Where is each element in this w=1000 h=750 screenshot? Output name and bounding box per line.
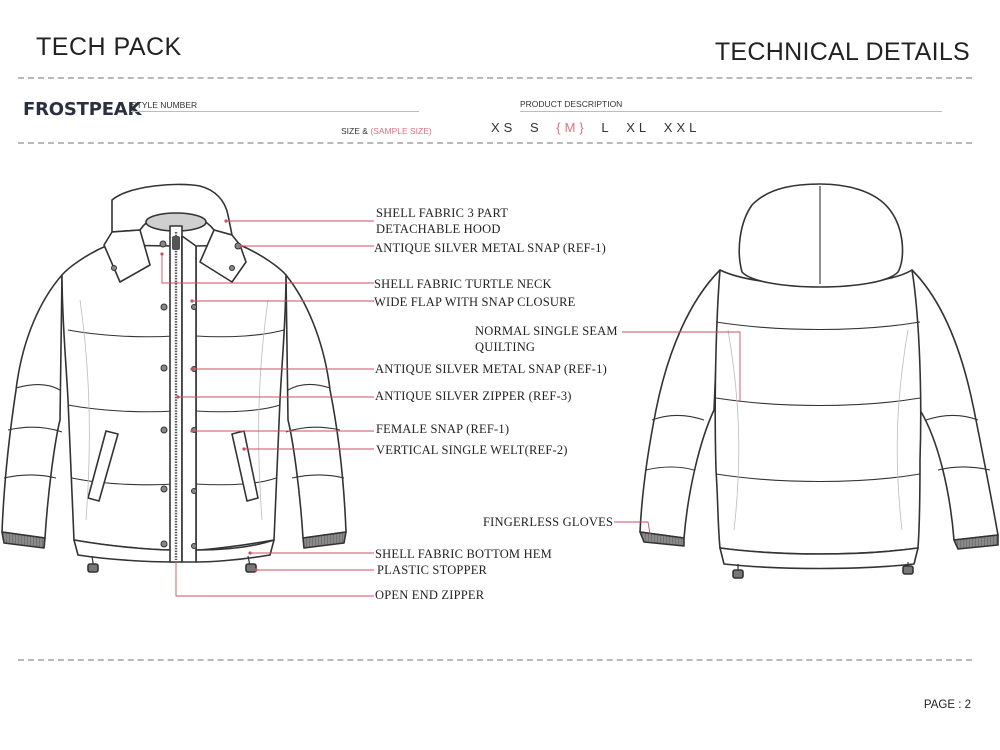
callout-wide-flap: WIDE FLAP WITH SNAP CLOSURE [374,295,576,309]
style-number-label: STYLE NUMBER [131,100,198,110]
callout-quilting-line2: QUILTING [475,340,536,354]
brand-logo: FROSTPEAK [23,99,142,120]
callout-turtle-neck: SHELL FABRIC TURTLE NECK [374,277,552,291]
callout-gloves: FINGERLESS GLOVES [483,515,614,529]
sample-size-label: (SAMPLE SIZE) [370,126,432,136]
back-jacket-sketch [639,183,999,579]
callout-hood: SHELL FABRIC 3 PART DETACHABLE HOOD [376,205,508,237]
size-list: XS S {M} L XL XXL [491,120,710,135]
back-callout-leaders [614,331,741,535]
front-callout-dots [160,219,258,572]
divider-middle [18,142,972,144]
divider-bottom [18,659,972,661]
size-xl: XL [626,120,651,135]
size-xs: XS [491,120,517,135]
callout-open-end-zipper: OPEN END ZIPPER [375,588,485,602]
style-number-field[interactable] [131,111,419,112]
size-m-selected: {M} [556,120,588,135]
callout-hood-line2: DETACHABLE HOOD [376,222,501,236]
size-label-text: SIZE & [341,126,368,136]
technical-details-title: TECHNICAL DETAILS [714,38,970,66]
divider-top [18,77,972,79]
callout-metal-snap-collar: ANTIQUE SILVER METAL SNAP (REF-1) [374,241,606,255]
product-description-field[interactable] [520,111,942,112]
page-number: PAGE : 2 [923,699,971,711]
product-description-label: PRODUCT DESCRIPTION [520,99,623,109]
callout-zipper: ANTIQUE SILVER ZIPPER (REF-3) [375,389,572,403]
size-xxl: XXL [663,120,701,135]
callout-hood-line1: SHELL FABRIC 3 PART [376,206,509,220]
tech-pack-title: TECH PACK [36,33,182,61]
callout-stopper: PLASTIC STOPPER [377,563,488,577]
size-l: L [601,120,613,135]
front-jacket-sketch [1,183,347,573]
callout-female-snap: FEMALE SNAP (REF-1) [376,422,510,436]
front-callout-leaders [161,220,374,597]
callout-bottom-hem: SHELL FABRIC BOTTOM HEM [375,547,552,561]
callout-quilting: NORMAL SINGLE SEAM QUILTING [475,323,618,355]
size-label: SIZE & (SAMPLE SIZE) [341,126,432,136]
callout-quilting-line1: NORMAL SINGLE SEAM [475,324,618,338]
callout-metal-snap-front: ANTIQUE SILVER METAL SNAP (REF-1) [375,362,607,376]
size-s: S [529,120,543,135]
callout-welt-pocket: VERTICAL SINGLE WELT(REF-2) [376,443,568,457]
front-snaps [111,240,242,549]
